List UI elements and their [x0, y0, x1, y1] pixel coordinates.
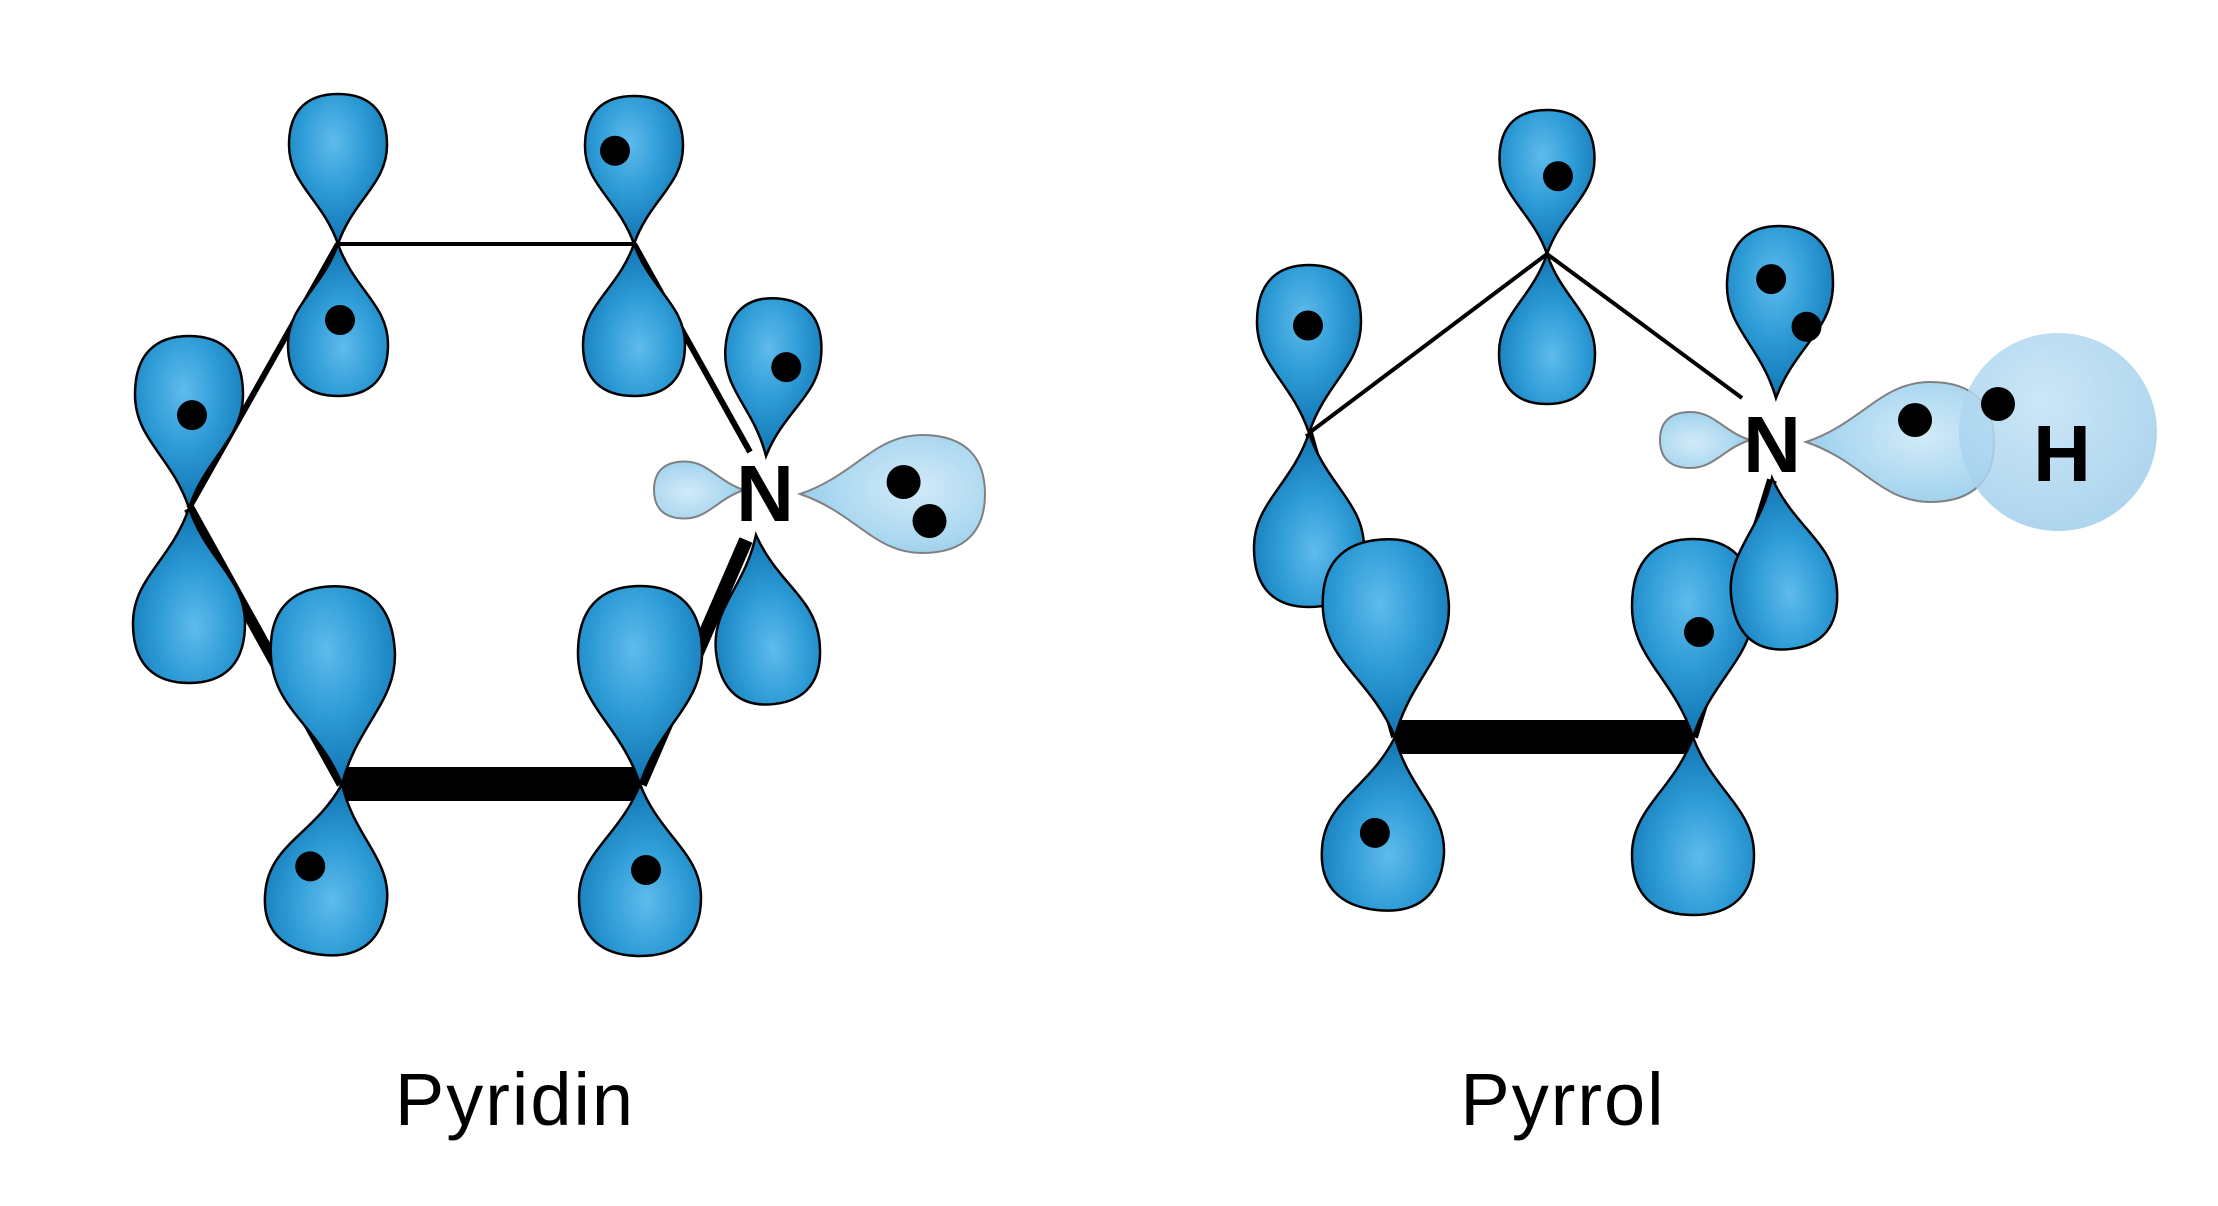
orbital-lobe-shape	[652, 460, 748, 520]
orbital-lobe-shape	[724, 297, 823, 461]
pyridin-c5-lower-lobe-electron-dot-0	[631, 855, 661, 885]
orbital-lobe-shape	[1321, 538, 1451, 741]
pyridin-c1-upper-lobe-electron-dot-0	[177, 400, 207, 431]
pyridin-c2-lower-lobe	[286, 240, 390, 398]
pyrrol-n-upper-lobe	[1725, 224, 1835, 402]
pyrrol-ring-bond-1	[1545, 252, 1744, 400]
pyridin-n-lone-pair-lobe-electron-dot-1	[912, 504, 947, 538]
pyridin-n-upper-lobe	[724, 297, 823, 461]
pyridin-c2-upper-lobe	[287, 92, 389, 248]
orbital-lobe-shape	[287, 92, 389, 248]
pyridin-n-lower-lobe	[714, 530, 822, 706]
pyrrol-n-upper-lobe-electron-dot-1	[1791, 311, 1822, 342]
pyrrol-c4-lower-lobe-electron-dot-0	[1359, 817, 1390, 848]
pyrrol-n-h-bond-lobe-electron-dot-0	[1898, 403, 1933, 437]
orbital-lobe-shape	[1658, 410, 1754, 470]
pyrrol-n-lower-lobe	[1729, 474, 1839, 651]
pyridin-c2-lower-lobe-electron-dot-0	[325, 305, 355, 335]
orbital-lobe-shape	[714, 530, 822, 706]
pyridin-c6-lower-lobe-electron-dot-0	[295, 851, 326, 882]
pyrrol-electron-dot-extra-0	[1981, 387, 2015, 421]
pyridin-n-lone-pair-lobe-electron-dot-0	[886, 465, 921, 499]
pyrrol-c2-upper-lobe-electron-dot-0	[1543, 161, 1573, 192]
orbital-lobe-shape	[131, 504, 247, 685]
pyridin-c1-lower-lobe	[131, 504, 247, 685]
pyridin-c6-lower-lobe	[263, 780, 389, 957]
pyrrol-h-orbital-sphere	[1959, 333, 2157, 531]
pyrrol-c5-lower-lobe	[1630, 733, 1756, 917]
pyrrol-label: Pyrrol	[1460, 1058, 1665, 1141]
orbital-lobe-shape	[1630, 733, 1756, 917]
orbital-lobe-shape	[1255, 263, 1363, 437]
pyrrol-c3-upper-lobe-electron-dot-0	[1293, 310, 1323, 341]
pyrrol-n-back-lobe	[1658, 410, 1754, 470]
pyrrol-c2-lower-lobe	[1497, 250, 1597, 406]
pyridin-structure: N	[131, 92, 987, 958]
orbital-lobe-shape	[1725, 224, 1835, 402]
pyrrol-c3-upper-lobe	[1255, 263, 1363, 437]
orbital-lobe-shape	[583, 94, 685, 248]
pyrrol-atom-label-N: N	[1743, 400, 1801, 489]
pyrrol-c2-upper-lobe	[1498, 108, 1596, 258]
pyrrol-c5-upper-lobe	[1630, 537, 1756, 741]
orbital-lobe-shape	[576, 584, 704, 788]
pyridin-c6-upper-lobe	[269, 585, 397, 788]
pyrrol-c4-lower-lobe	[1320, 733, 1446, 912]
pyrrol-c4-upper-lobe	[1321, 538, 1451, 741]
pyridin-n-lone-pair-lobe	[796, 433, 987, 555]
pyridin-c3-lower-lobe	[581, 240, 687, 398]
pyridin-n-upper-lobe-electron-dot-0	[771, 352, 802, 383]
pyridin-atom-label-N: N	[736, 449, 794, 538]
pyridin-c5-lower-lobe	[577, 780, 703, 958]
orbital-lobe-shape	[263, 780, 389, 957]
pyrrol-n-upper-lobe-electron-dot-0	[1756, 264, 1787, 295]
pyridin-label: Pyridin	[395, 1058, 635, 1141]
pyrrol-c5-upper-lobe-electron-dot-0	[1684, 617, 1714, 648]
orbital-lobe-shape	[581, 240, 687, 398]
pyridin-c5-upper-lobe	[576, 584, 704, 788]
orbital-lobe-shape	[1729, 474, 1839, 651]
orbital-lobe-shape	[1497, 250, 1597, 406]
pyrrol-ring-bond-0	[1307, 252, 1549, 435]
pyridin-n-back-lobe	[652, 460, 748, 520]
pyrrol-atom-label-H: H	[2033, 409, 2091, 498]
pyridin-c1-upper-lobe	[133, 334, 245, 512]
pyridin-c3-upper-lobe	[583, 94, 685, 248]
orbital-lobe-shape	[269, 585, 397, 788]
pyridin-c3-upper-lobe-electron-dot-0	[600, 135, 630, 166]
